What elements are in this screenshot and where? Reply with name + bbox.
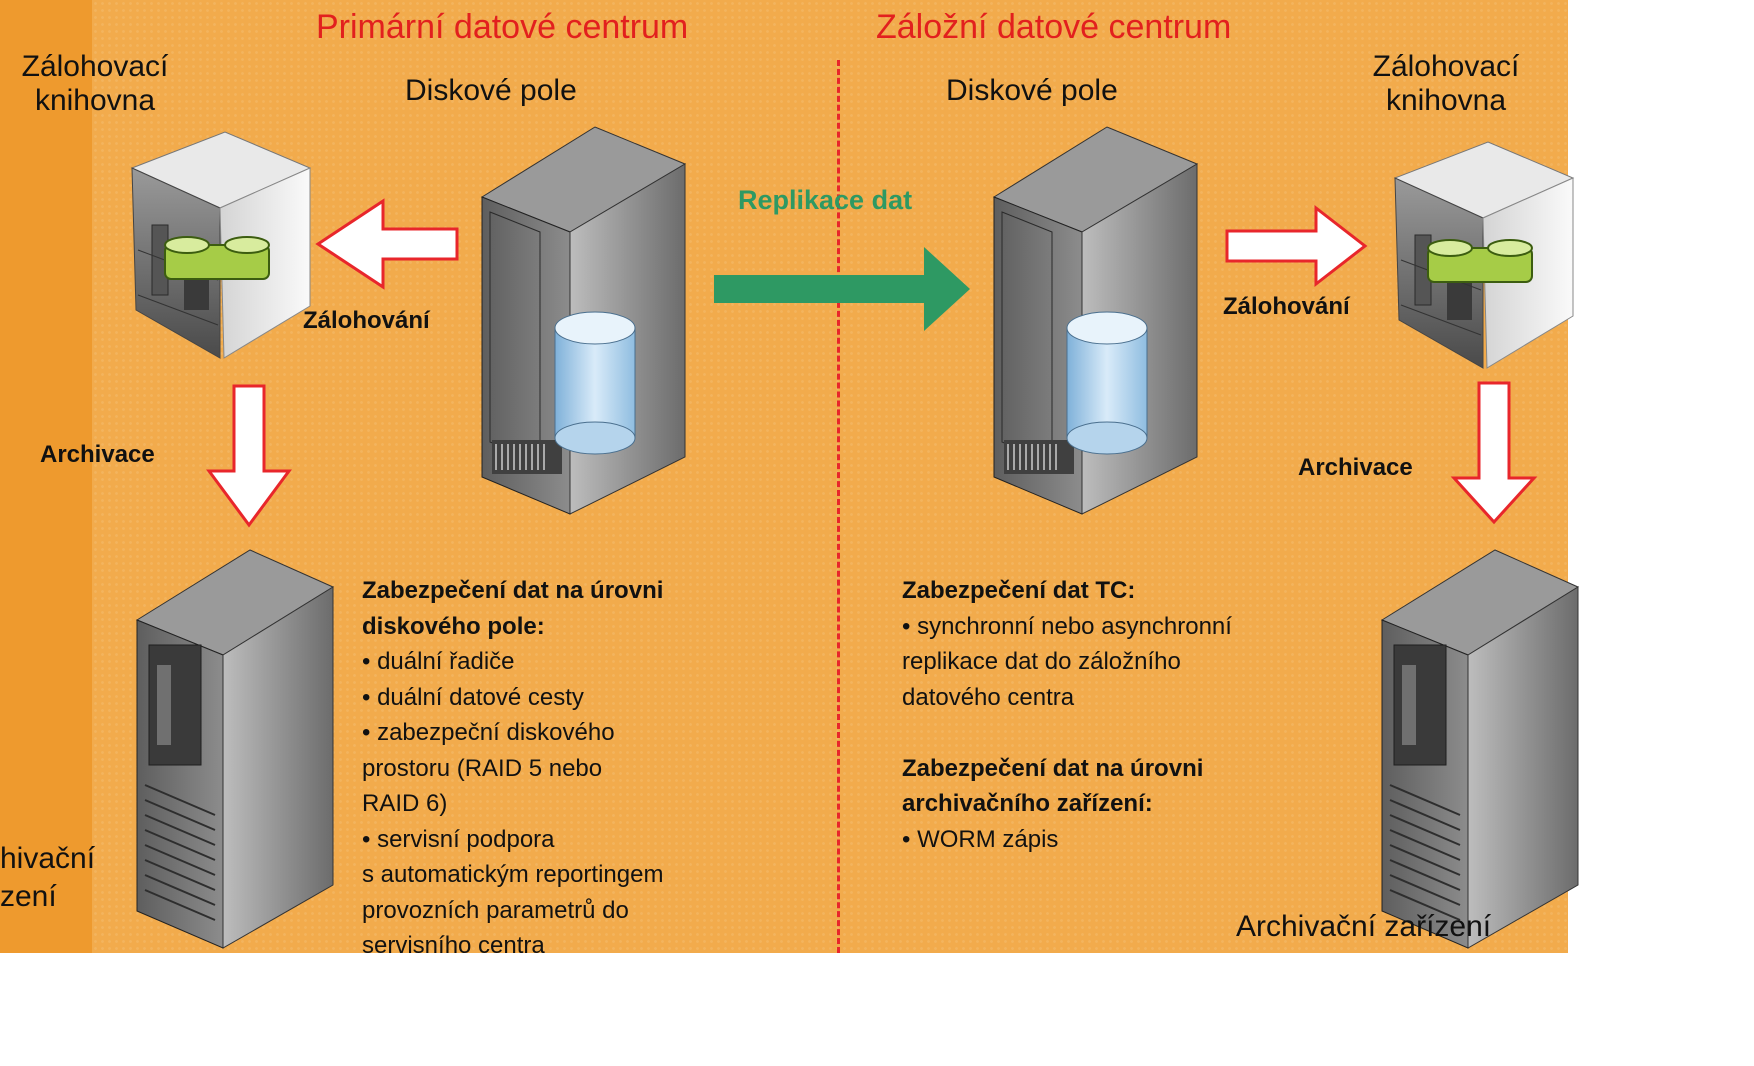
database-cylinder-icon: [1066, 311, 1148, 455]
main-panel: [92, 0, 1568, 953]
archive-arrow-left: [206, 384, 292, 528]
replication-label: Replikace dat: [738, 185, 913, 215]
archive-label-right: Archivace: [1298, 454, 1413, 481]
backup-label-right: Zálohování: [1223, 293, 1350, 320]
tape-cartridge-icon: [164, 236, 270, 280]
tape-cartridge-icon: [1427, 239, 1533, 283]
tc-security-info: Zabezpečení dat TC: • synchronní nebo as…: [902, 577, 1232, 853]
left-stripe: [0, 0, 92, 953]
diagram-background: [0, 0, 1568, 953]
archive-label-left: Archivace: [40, 441, 155, 468]
datacenter-divider: [837, 60, 840, 953]
archive-rack-icon: [1380, 549, 1580, 949]
backup-arrow-left: [315, 198, 459, 290]
archive-rack-icon: [135, 549, 335, 949]
disk-array-left-label: Diskové pole: [405, 74, 577, 107]
backup-arrow-right: [1225, 204, 1368, 288]
archive-device-right-label: Archivační zařízení: [1236, 910, 1492, 943]
archive-arrow-right: [1450, 381, 1538, 525]
backup-label-left: Zálohování: [303, 307, 430, 334]
replication-arrow: [714, 247, 970, 331]
database-cylinder-icon: [554, 311, 636, 455]
primary-dc-title: Primární datové centrum: [316, 8, 689, 46]
tape-library-icon: [130, 131, 312, 359]
disk-array-right-label: Diskové pole: [946, 74, 1118, 107]
backup-dc-title: Záložní datové centrum: [876, 8, 1232, 46]
disk-array-security-info: Zabezpečení dat na úrovni diskového pole…: [362, 577, 664, 959]
